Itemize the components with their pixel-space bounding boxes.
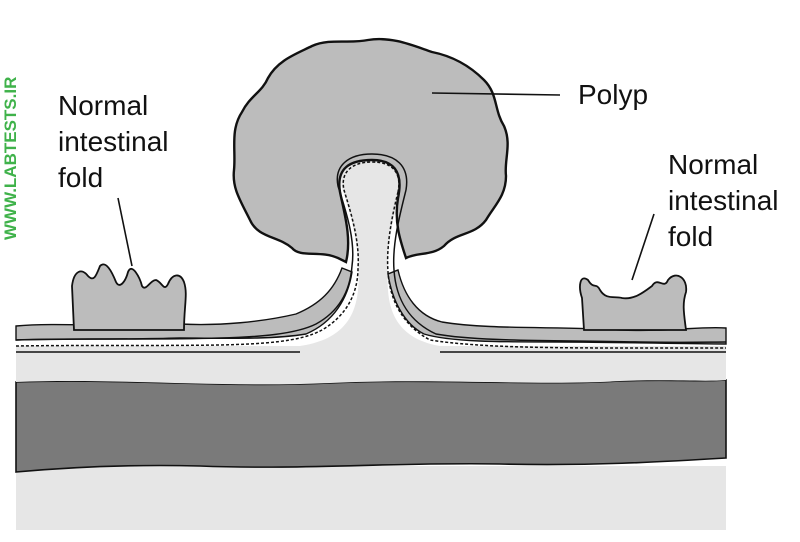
label-right-line-3: fold — [668, 221, 714, 252]
label-left-line-3: fold — [58, 162, 104, 193]
label-right-normal-intestinal-fold: Normal intestinal fold — [668, 147, 779, 255]
label-left-line-2: intestinal — [58, 126, 169, 157]
leader-line-right-fold — [631, 213, 655, 281]
label-polyp: Polyp — [578, 79, 649, 110]
label-left-line-1: Normal — [58, 90, 149, 121]
right-fold — [579, 274, 688, 331]
label-right-line-2: intestinal — [668, 185, 779, 216]
muscle-layer — [15, 379, 727, 473]
label-left-normal-intestinal-fold: Normal intestinal fold — [58, 88, 169, 196]
submucosa-layer — [16, 160, 726, 385]
muscularis-mucosae-right — [392, 189, 727, 344]
watermark: WWW.LABTESTS.IR — [1, 76, 20, 240]
muscularis-mucosae-right-inner — [386, 191, 726, 349]
serosa-layer — [16, 466, 726, 530]
muscularis-mucosae-left-inner — [15, 161, 400, 347]
muscularis-mucosae-left — [15, 153, 408, 341]
mucosa-right — [387, 269, 727, 345]
label-right-line-1: Normal — [668, 149, 759, 180]
leader-line-polyp — [431, 92, 561, 96]
leader-line-left-fold — [117, 197, 133, 267]
left-fold — [71, 263, 187, 331]
